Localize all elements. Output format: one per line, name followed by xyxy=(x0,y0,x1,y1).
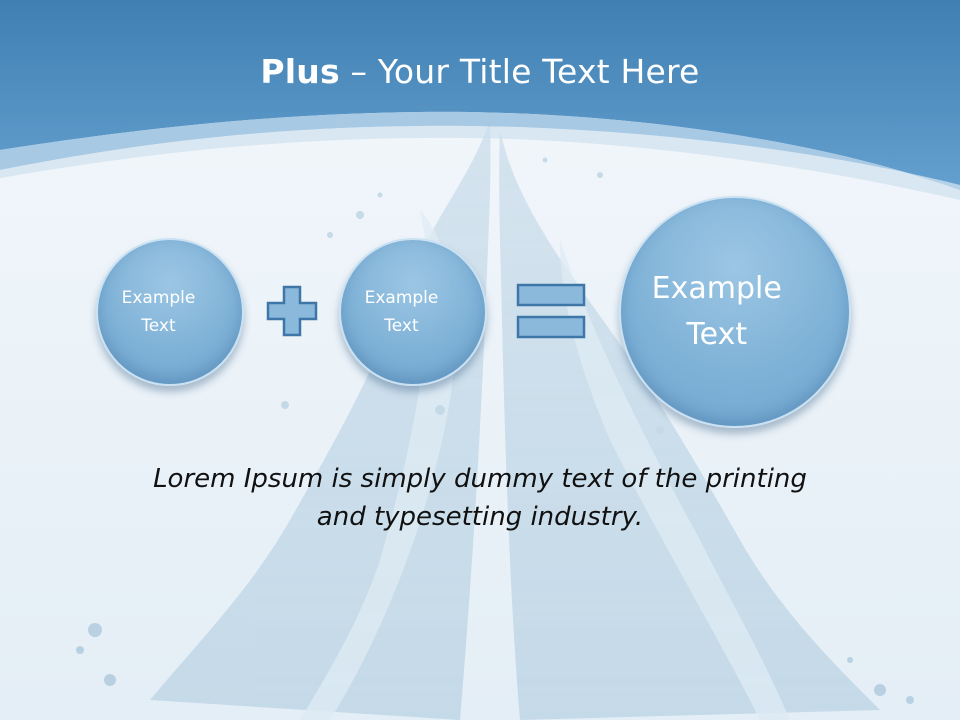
title-bold: Plus xyxy=(260,52,340,91)
circle-2-line-2: Text xyxy=(384,316,419,336)
equals-icon xyxy=(516,283,586,339)
body-line-2: and typesetting industry. xyxy=(316,502,644,532)
circle-2-line-1: Example xyxy=(364,288,439,308)
example-circle-3: Example Text xyxy=(619,196,851,428)
example-circle-2: Example Text xyxy=(339,238,487,386)
plus-icon xyxy=(266,285,318,337)
body-text: Lorem Ipsum is simply dummy text of the … xyxy=(100,460,860,536)
example-circle-1: Example Text xyxy=(96,238,244,386)
header-swoosh xyxy=(0,111,960,190)
title-rest: – Your Title Text Here xyxy=(339,52,700,91)
circle-3-line-2: Text xyxy=(686,317,748,352)
circle-3-line-1: Example xyxy=(651,271,782,306)
circle-1-line-2: Text xyxy=(141,316,176,336)
header-band xyxy=(0,0,960,190)
page-title: Plus – Your Title Text Here xyxy=(0,52,960,91)
circle-1-line-1: Example xyxy=(121,288,196,308)
body-line-1: Lorem Ipsum is simply dummy text of the … xyxy=(153,464,807,494)
